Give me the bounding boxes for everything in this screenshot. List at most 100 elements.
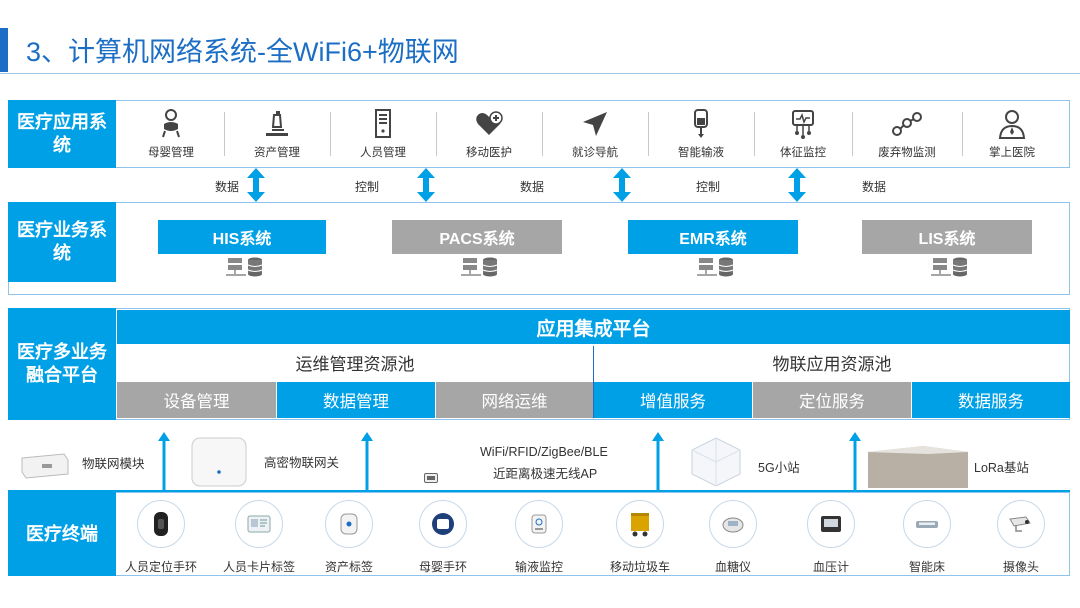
up-arrow-icon	[849, 432, 861, 490]
device-label: LoRa基站	[974, 461, 1029, 475]
service-data[interactable]: 数据服务	[912, 382, 1070, 418]
app-item-mobile-care[interactable]: 移动医护	[436, 104, 542, 166]
app-separator	[962, 112, 963, 156]
terminal-item[interactable]: 输液监控	[494, 496, 584, 578]
terminal-item[interactable]: 移动垃圾车	[592, 496, 688, 578]
system-label: EMR系统	[679, 231, 747, 248]
glucometer-icon	[722, 517, 744, 533]
title-divider	[0, 73, 1080, 74]
device-network-line	[8, 490, 1070, 492]
terminal-item[interactable]: 母婴手环	[398, 496, 488, 578]
app-separator	[754, 112, 755, 156]
tier-platform-label-text: 医疗多业务融合平台	[17, 342, 107, 385]
system-label: HIS系统	[212, 231, 272, 248]
system-pacs[interactable]: PACS系统	[392, 220, 562, 254]
service-positioning[interactable]: 定位服务	[753, 382, 911, 418]
double-arrow-icon	[613, 168, 631, 202]
blood-pressure-icon	[821, 516, 841, 532]
tier-app-label: 医疗应用系统	[8, 100, 116, 168]
tier-terminal-label-text: 医疗终端	[26, 523, 98, 544]
service-label: 网络运维	[481, 393, 548, 411]
device-label: 高密物联网关	[264, 456, 340, 470]
server-db-icon	[226, 257, 263, 277]
app-label: 废弃物监测	[878, 147, 936, 159]
terminal-icon-frame	[235, 500, 283, 548]
app-separator	[542, 112, 543, 156]
up-arrow-icon	[652, 432, 664, 490]
arrow-label: 数据	[215, 180, 240, 194]
navigation-arrow-icon	[583, 112, 607, 136]
terminal-icon-frame	[616, 500, 664, 548]
circuit-monitor-icon	[792, 110, 814, 139]
device-label: WiFi/RFID/ZigBee/BLE	[480, 445, 608, 459]
terminal-label: 血压计	[812, 560, 849, 574]
asset-tag-icon	[340, 513, 358, 535]
title-accent-bar	[0, 28, 8, 72]
terminal-item[interactable]: 智能床	[882, 496, 972, 578]
terminal-icon-frame	[325, 500, 373, 548]
app-item-asset[interactable]: 资产管理	[224, 104, 330, 166]
terminal-item[interactable]: 资产标签	[304, 496, 394, 578]
up-arrow-icon	[361, 432, 373, 490]
double-arrow-icon	[417, 168, 435, 202]
pool-divider	[593, 346, 594, 418]
id-card-icon	[247, 515, 271, 533]
connected-nodes-icon	[892, 112, 922, 136]
integration-platform-banner: 应用集成平台	[117, 310, 1070, 344]
baby-band-icon	[432, 513, 454, 535]
terminal-item[interactable]: 血糖仪	[688, 496, 778, 578]
service-label: 增值服务	[640, 393, 706, 411]
terminal-item[interactable]: 摄像头	[976, 496, 1066, 578]
app-item-waste[interactable]: 废弃物监测	[852, 104, 962, 166]
double-arrow-icon	[247, 168, 265, 202]
terminal-icon-frame	[137, 500, 185, 548]
up-arrow-icon	[158, 432, 170, 490]
service-data-mgmt[interactable]: 数据管理	[277, 382, 435, 418]
app-label: 资产管理	[254, 147, 300, 159]
system-his[interactable]: HIS系统	[158, 220, 326, 254]
terminal-label: 移动垃圾车	[609, 560, 670, 574]
server-db-icon	[931, 257, 968, 277]
server-db-icon	[697, 257, 734, 277]
service-device-mgmt[interactable]: 设备管理	[117, 382, 276, 418]
system-lis[interactable]: LIS系统	[862, 220, 1032, 254]
app-item-vitals[interactable]: 体征监控	[754, 104, 852, 166]
app-separator	[330, 112, 331, 156]
app-item-baby[interactable]: 母婴管理	[118, 104, 224, 166]
app-label: 体征监控	[780, 147, 826, 159]
app-item-staff[interactable]: 人员管理	[330, 104, 436, 166]
lora-station-icon	[868, 446, 968, 488]
terminal-item[interactable]: 人员定位手环	[114, 496, 208, 578]
terminal-item[interactable]: 血压计	[786, 496, 876, 578]
app-separator	[852, 112, 853, 156]
terminal-label: 智能床	[908, 560, 945, 574]
terminal-label: 母婴手环	[418, 560, 467, 574]
tier-business-label-text: 医疗业务系统	[17, 220, 107, 263]
terminal-item[interactable]: 人员卡片标签	[208, 496, 310, 578]
device-label: 物联网模块	[82, 457, 145, 471]
service-network-ops[interactable]: 网络运维	[436, 382, 593, 418]
service-value-added[interactable]: 增值服务	[594, 382, 752, 418]
service-label: 定位服务	[799, 393, 865, 411]
system-emr[interactable]: EMR系统	[628, 220, 798, 254]
app-item-mobile-hospital[interactable]: 掌上医院	[962, 104, 1062, 166]
service-label: 数据服务	[958, 393, 1024, 411]
tier-platform-label: 医疗多业务融合平台	[8, 308, 116, 420]
terminal-label: 人员定位手环	[124, 560, 197, 574]
device-label: 近距离极速无线AP	[493, 467, 598, 481]
iv-bag-icon	[694, 109, 708, 138]
terminal-label: 人员卡片标签	[222, 560, 295, 574]
arrow-label: 数据	[862, 180, 887, 194]
terminal-icon-frame	[997, 500, 1045, 548]
trash-cart-icon	[631, 513, 649, 537]
service-label: 数据管理	[323, 393, 389, 411]
iot-module-icon	[21, 453, 69, 479]
arrow-label: 控制	[355, 180, 380, 194]
heart-plus-icon	[476, 111, 503, 135]
terminal-icon-frame	[709, 500, 757, 548]
app-item-infusion[interactable]: 智能输液	[648, 104, 754, 166]
infusion-monitor-icon	[531, 514, 547, 534]
app-label: 智能输液	[678, 147, 724, 159]
arrow-label: 控制	[696, 180, 721, 194]
app-item-navigation[interactable]: 就诊导航	[542, 104, 648, 166]
